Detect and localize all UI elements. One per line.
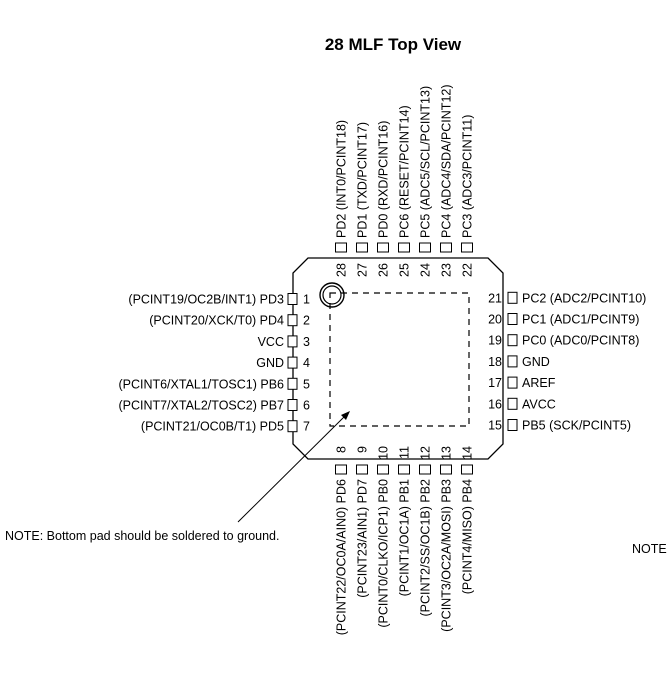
pin-number-7: 7 (303, 420, 310, 434)
pin-pad-7 (287, 420, 298, 433)
pin-pad-8 (335, 464, 347, 475)
pin-number-14: 14 (461, 446, 475, 460)
pin-number-18: 18 (488, 355, 502, 369)
pin-pad-24 (419, 242, 431, 253)
pin1-marker-inner (322, 285, 342, 305)
pin-pad-6 (287, 399, 298, 411)
pin-pad-11 (398, 464, 410, 475)
pin-pad-9 (356, 464, 368, 475)
pin-pad-5 (287, 377, 298, 390)
pin-label-22: PC3 (ADC3/PCINT11) (461, 115, 475, 238)
pin-pad-2 (287, 314, 298, 327)
pin-label-2: (PCINT20/XCK/T0) PD4 (149, 314, 284, 328)
note-leader-line (237, 413, 348, 523)
pin-label-23: PC4 (ADC4/SDA/PCINT12) (440, 84, 454, 238)
pin-label-4: GND (256, 356, 284, 370)
pin1-marker-outer (319, 282, 345, 308)
pin-label-27: PD1 (TXD/PCINT17) (356, 122, 370, 238)
pin-pad-21 (507, 291, 518, 304)
pin-label-6: (PCINT7/XTAL2/TOSC2) PB7 (118, 399, 284, 413)
pin-number-17: 17 (488, 376, 502, 390)
pin-number-21: 21 (488, 291, 502, 305)
pin-number-23: 23 (440, 263, 454, 277)
pin-number-10: 10 (377, 446, 391, 460)
pin-pad-27 (356, 242, 368, 253)
pin-pad-23 (440, 242, 452, 253)
pin-pad-1 (287, 293, 298, 305)
pin-pad-14 (461, 464, 473, 475)
pin-number-26: 26 (377, 263, 391, 277)
pin-label-21: PC2 (ADC2/PCINT10) (522, 291, 646, 305)
pin-number-24: 24 (419, 263, 433, 277)
pin-pad-17 (507, 376, 518, 389)
diagram-title: 28 MLF Top View (325, 35, 462, 54)
pin-label-13: (PCINT3/OC2A/MOSI) PB3 (440, 479, 454, 632)
pin-number-5: 5 (303, 377, 310, 391)
pin-pad-4 (287, 356, 298, 369)
pin-pad-28 (335, 242, 347, 253)
pin-pad-16 (507, 397, 518, 410)
pin-label-26: PD0 (RXD/PCINT16) (377, 121, 391, 238)
pin-number-20: 20 (488, 313, 502, 327)
pin-label-11: (PCINT1/OC1A) PB1 (398, 479, 412, 596)
pin-number-4: 4 (303, 356, 310, 370)
pin-label-5: (PCINT6/XTAL1/TOSC1) PB6 (118, 377, 284, 391)
pin-label-19: PC0 (ADC0/PCINT8) (522, 334, 639, 348)
pin-label-20: PC1 (ADC1/PCINT9) (522, 313, 639, 327)
note-text: NOTE: Bottom pad should be soldered to g… (5, 529, 279, 543)
pin-label-28: PD2 (INT0/PCINT18) (335, 120, 349, 238)
pin-pad-20 (507, 313, 518, 325)
pin-label-14: (PCINT4/MISO) PB4 (461, 479, 475, 594)
pin-number-11: 11 (398, 446, 412, 459)
pin-pad-18 (507, 355, 518, 368)
pin-label-8: (PCINT22/OC0A/AIN0) PD6 (335, 479, 349, 635)
pin-number-3: 3 (303, 335, 310, 349)
pin-label-15: PB5 (SCK/PCINT5) (522, 419, 631, 433)
pin-label-16: AVCC (522, 397, 556, 411)
pin-number-2: 2 (303, 314, 310, 328)
package-body (292, 257, 504, 460)
pin-number-19: 19 (488, 334, 502, 348)
pin-pad-15 (507, 419, 518, 431)
pin-number-8: 8 (335, 446, 349, 453)
pin-number-22: 22 (461, 263, 475, 277)
pin-pad-10 (377, 464, 389, 475)
pin-pad-25 (398, 242, 410, 253)
pin-number-25: 25 (398, 263, 412, 277)
pin-label-12: (PCINT2/SS/OC1B) PB2 (419, 479, 433, 617)
pin-number-9: 9 (356, 446, 370, 453)
pin-label-17: AREF (522, 376, 556, 390)
pin-label-7: (PCINT21/OC0B/T1) PD5 (141, 420, 284, 434)
pin-label-25: PC6 (RESET/PCINT14) (398, 105, 412, 238)
pin-label-18: GND (522, 355, 550, 369)
pin-number-28: 28 (335, 263, 349, 277)
pin-pad-26 (377, 242, 389, 253)
pin-number-1: 1 (303, 293, 310, 307)
pin-label-1: (PCINT19/OC2B/INT1) PD3 (128, 293, 284, 307)
note-arrow-icon (341, 411, 350, 420)
pin-label-9: (PCINT23/AIN1) PD7 (356, 479, 370, 598)
pin-number-6: 6 (303, 399, 310, 413)
pin-label-3: VCC (258, 335, 284, 349)
note-text-right: NOTE (632, 542, 667, 556)
pin-pad-22 (461, 242, 473, 253)
pin-number-13: 13 (440, 446, 454, 460)
pin-pad-12 (419, 464, 431, 475)
pin-number-27: 27 (356, 263, 370, 277)
pin-number-12: 12 (419, 446, 433, 460)
pin-number-15: 15 (488, 419, 502, 433)
pin-pad-3 (287, 335, 298, 348)
pin-pad-13 (440, 464, 452, 475)
pin-pad-19 (507, 334, 518, 347)
pin-number-16: 16 (488, 397, 502, 411)
pin-label-24: PC5 (ADC5/SCL/PCINT13) (419, 86, 433, 238)
bottom-pad-outline (329, 292, 470, 427)
pin-label-10: (PCINT0/CLKO/ICP1) PB0 (377, 479, 391, 628)
